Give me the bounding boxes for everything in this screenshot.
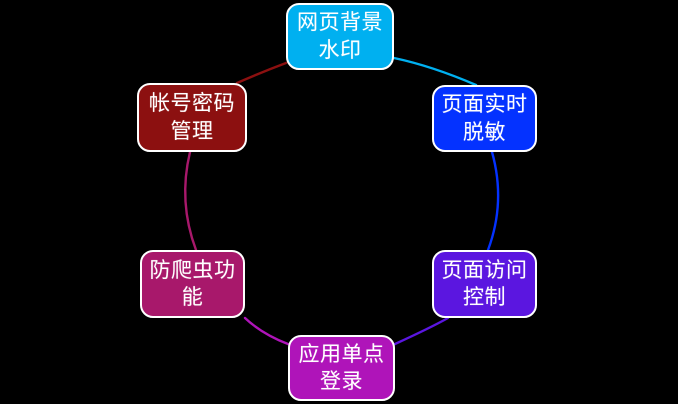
node-label: 防爬虫功能 <box>149 257 236 309</box>
arc-access-to-sso <box>393 316 450 346</box>
arc-crawler-to-account <box>184 150 198 252</box>
arc-watermark-to-masking <box>392 56 478 87</box>
arc-sso-to-crawler <box>243 316 290 346</box>
node-label: 页面实时脱敏 <box>441 92 528 144</box>
arc-account-to-watermark <box>235 61 288 85</box>
node-label: 帐号密码管理 <box>149 91 235 143</box>
node-single-sign-on[interactable]: 应用单点登录 <box>288 335 395 401</box>
node-anti-crawler[interactable]: 防爬虫功能 <box>140 250 245 318</box>
node-realtime-masking[interactable]: 页面实时脱敏 <box>432 85 537 152</box>
node-web-watermark[interactable]: 网页背景水印 <box>286 3 394 70</box>
node-label: 应用单点登录 <box>298 341 385 393</box>
arc-masking-to-access <box>486 150 500 252</box>
node-label: 网页背景水印 <box>297 10 383 62</box>
node-account-password[interactable]: 帐号密码管理 <box>137 83 247 152</box>
node-access-control[interactable]: 页面访问控制 <box>432 250 537 318</box>
node-label: 页面访问控制 <box>441 257 528 309</box>
